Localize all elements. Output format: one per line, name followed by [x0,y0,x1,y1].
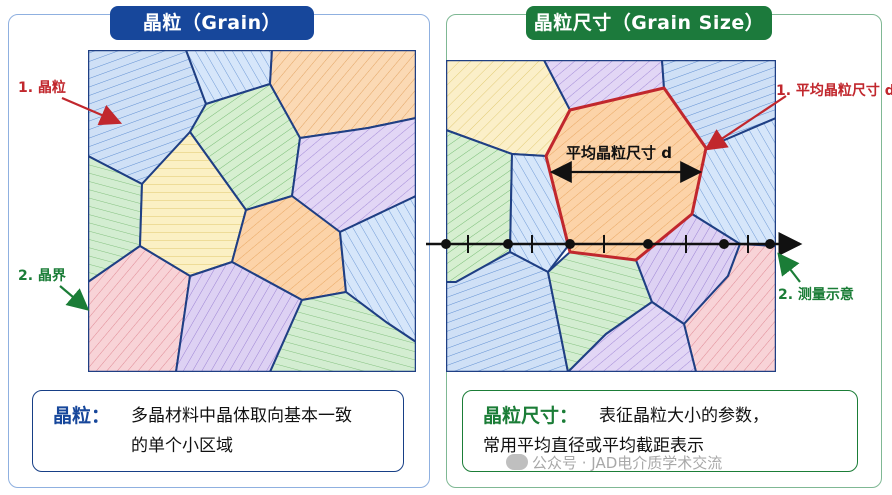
intercept-point [643,239,653,249]
grain-size-definition-line1: 表征晶粒大小的参数， [599,406,769,426]
grain-callout-arrow [61,96,123,126]
watermark-text: 公众号 · JAD电介质学术交流 [532,454,723,472]
grain-size-term: 晶粒尺寸： [483,405,579,427]
measure-callout-label: 2. 测量示意 [778,287,854,303]
size-callout-label: 1. 平均晶粒尺寸 d [776,83,892,99]
grain-title: 晶粒（Grain） [110,6,314,40]
intercept-point [441,239,451,249]
grain-definition-box: 晶粒： 多晶材料中晶体取向基本一致 的单个小区域 [32,390,404,472]
intercept-point [503,239,513,249]
measurement-line [426,232,803,256]
grain-size-title: 晶粒尺寸（Grain Size） [526,6,772,40]
intercept-point [765,239,775,249]
intercept-point [565,239,575,249]
boundary-callout-arrow [59,285,90,311]
grain-purple-bottomcenter [567,301,697,372]
boundary-callout-label: 2. 晶界 [18,268,66,284]
grain-size-definition-box: 晶粒尺寸： 表征晶粒大小的参数， 常用平均直径或平均截距表示 [462,390,858,472]
size-callout-arrow [704,95,787,151]
grain-map-left [88,50,416,372]
grain-green-bottomright [269,291,416,372]
measure-callout-arrow [777,252,801,283]
dimension-label: 平均晶粒尺寸 d [566,144,672,162]
grain-definition-line1: 多晶材料中晶体取向基本一致 [131,406,352,426]
grain-callout-label: 1. 晶粒 [18,80,66,96]
grain-blue-midleft [509,153,569,273]
watermark: 公众号 · JAD电介质学术交流 [506,452,722,473]
grain-term: 晶粒： [53,405,111,427]
grain-size-definition-line2: 常用平均直径或平均截距表示 [483,436,704,456]
wechat-icon [506,454,528,470]
grain-definition-line2: 的单个小区域 [131,436,233,456]
intercept-point [719,239,729,249]
